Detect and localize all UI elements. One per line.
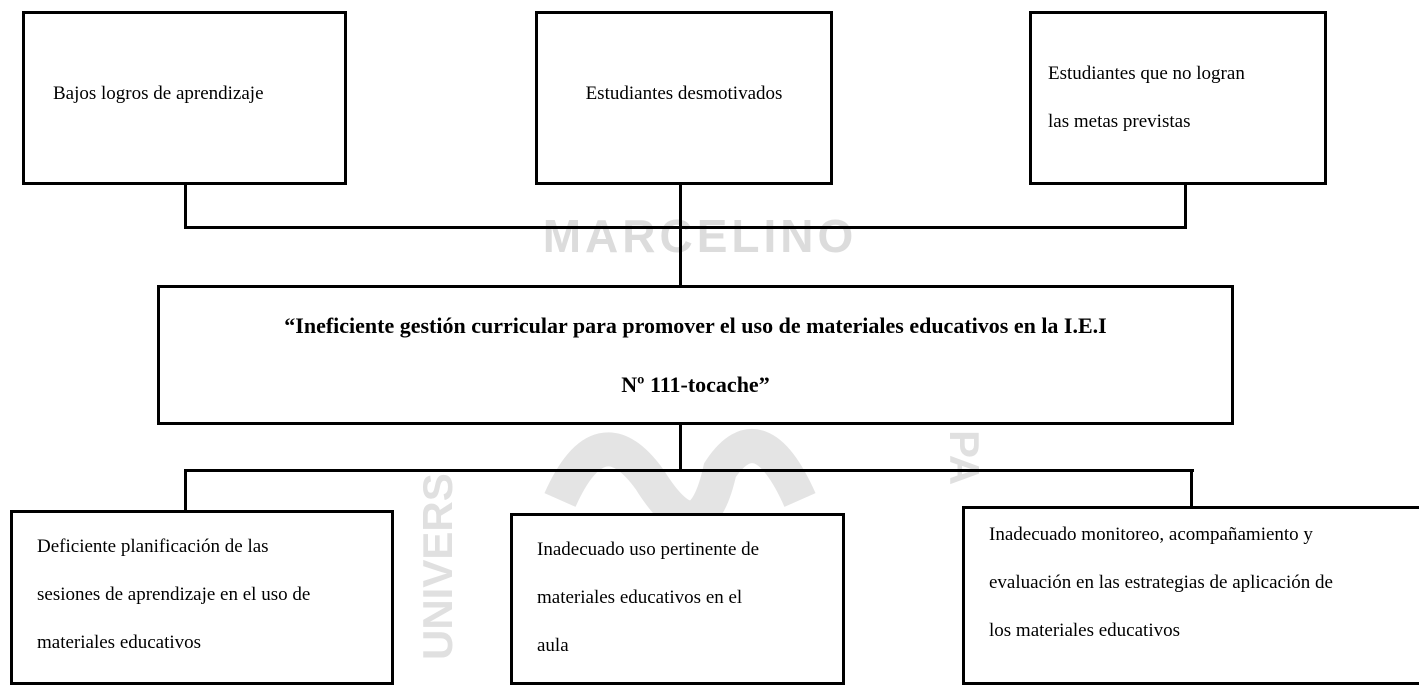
cause-1-line-3: materiales educativos <box>37 632 202 653</box>
effect-box-1: Bajos logros de aprendizaje <box>22 11 347 185</box>
watermark-left-letters: UNIVERS <box>414 473 461 660</box>
connector-causes-horizontal <box>184 469 1194 472</box>
watermark-right-letters: PA <box>941 430 988 485</box>
problem-title-line-1: “Ineficiente gestión curricular para pro… <box>284 313 1107 338</box>
effect-box-2: Estudiantes desmotivados <box>535 11 833 185</box>
cause-box-1: Deficiente planificación de las sesiones… <box>10 510 394 685</box>
cause-box-2: Inadecuado uso pertinente de materiales … <box>510 513 845 685</box>
cause-2-line-2: materiales educativos en el <box>537 587 743 608</box>
problem-title-line-2: Nº 111-tocache” <box>621 372 770 397</box>
cause-3-line-1: Inadecuado monitoreo, acompañamiento y <box>989 524 1313 545</box>
effect-text-2: Estudiantes desmotivados <box>585 83 783 104</box>
connector-effects-to-problem <box>679 228 682 285</box>
effect-text-3-line-1: Estudiantes que no logran <box>1048 63 1245 84</box>
cause-2-line-3: aula <box>537 635 569 656</box>
connector-cause-1 <box>184 470 187 512</box>
watermark-word: MARCELINO <box>543 210 858 262</box>
cause-3-line-3: los materiales educativos <box>989 620 1180 641</box>
effect-text-3-line-2: las metas previstas <box>1048 111 1191 132</box>
connector-cause-3 <box>1190 470 1193 508</box>
cause-2-line-1: Inadecuado uso pertinente de <box>537 539 760 560</box>
problem-box: “Ineficiente gestión curricular para pro… <box>157 285 1234 425</box>
effect-box-3: Estudiantes que no logran las metas prev… <box>1029 11 1327 185</box>
connector-problem-to-causes <box>679 423 682 472</box>
connector-effect-1 <box>184 185 187 228</box>
cause-box-3: Inadecuado monitoreo, acompañamiento y e… <box>962 506 1419 685</box>
effect-text-1: Bajos logros de aprendizaje <box>53 83 264 104</box>
cause-3-line-2: evaluación en las estrategias de aplicac… <box>989 572 1333 593</box>
cause-1-line-1: Deficiente planificación de las <box>37 536 269 557</box>
connector-effects-horizontal <box>184 226 1187 229</box>
connector-effect-2 <box>679 185 682 228</box>
cause-1-line-2: sesiones de aprendizaje en el uso de <box>37 584 311 605</box>
connector-effect-3 <box>1184 185 1187 228</box>
